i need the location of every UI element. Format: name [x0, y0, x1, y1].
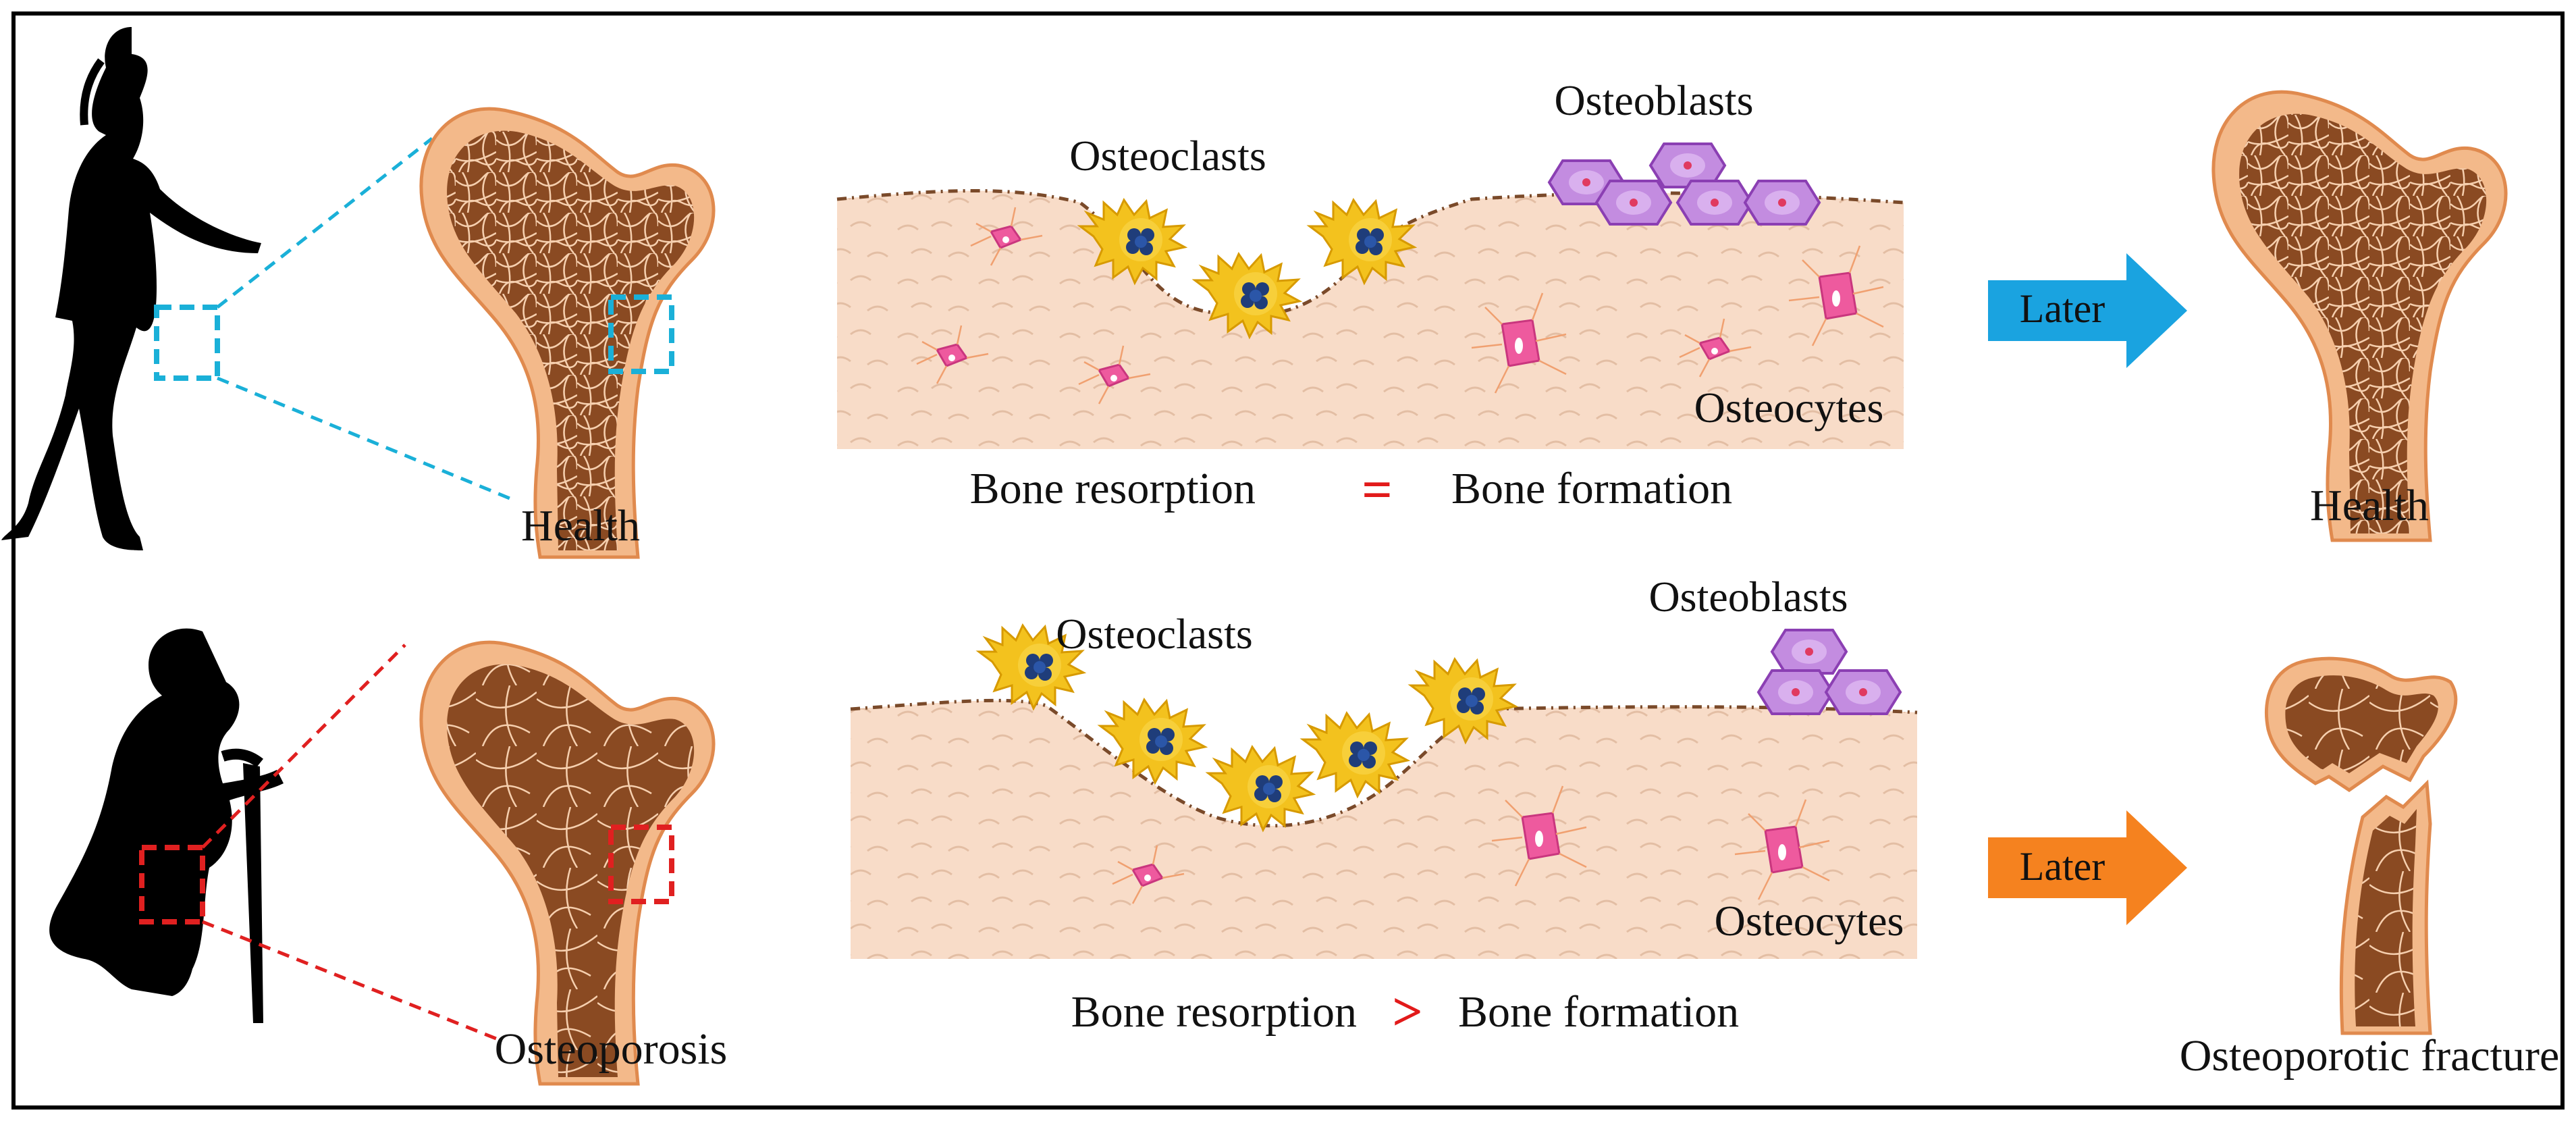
femur-fractured-icon — [2264, 656, 2458, 1035]
osteoblast-icon — [1595, 180, 1672, 226]
balance-right-label: Bone formation — [1458, 987, 1739, 1037]
osteoblast-icon — [1825, 669, 1902, 715]
balance-symbol: = — [1362, 461, 1393, 520]
femur-osteoporotic-icon — [419, 640, 716, 1086]
row-health: Health Osteoclasts Osteoblasts Osteocyte… — [1, 27, 2506, 557]
arrow-label: Later — [2020, 844, 2105, 889]
osteocytes-label: Osteocytes — [1694, 384, 1884, 432]
osteoblast-icon — [1744, 180, 1821, 226]
zoom-line — [201, 644, 406, 849]
elderly-woman-cane-icon — [49, 628, 284, 1023]
zoom-box-bone — [608, 825, 674, 904]
outcome-label: Health — [2310, 481, 2429, 530]
balance-left-label: Bone resorption — [1071, 987, 1357, 1037]
osteoclasts-label: Osteoclasts — [1056, 610, 1253, 658]
zoom-box-body — [154, 305, 220, 381]
zoom-box-bone — [608, 294, 674, 374]
osteocytes-label: Osteocytes — [1715, 897, 1904, 945]
arrow-label: Later — [2020, 286, 2105, 331]
outcome-label: Osteoporotic fracture — [2180, 1031, 2560, 1080]
osteoclasts-label: Osteoclasts — [1069, 132, 1266, 180]
osteoblasts-label: Osteoblasts — [1648, 573, 1848, 621]
state-label: Health — [521, 501, 640, 550]
balance-symbol: > — [1392, 983, 1423, 1042]
balance-right-label: Bone formation — [1451, 464, 1732, 513]
state-label: Osteoporosis — [495, 1024, 728, 1074]
later-arrow-icon: Later — [1988, 253, 2187, 368]
osteoblasts-label: Osteoblasts — [1554, 76, 1753, 124]
later-arrow-icon: Later — [1988, 810, 2187, 925]
zoom-line — [217, 376, 514, 502]
row-osteoporosis: Osteoporosis Osteoclasts Osteoblasts Ost… — [49, 573, 2560, 1086]
zoom-line — [216, 137, 433, 309]
zoom-box-body — [139, 845, 205, 924]
zoom-line — [202, 920, 500, 1042]
osteoblast-icon — [1771, 629, 1848, 675]
balance-left-label: Bone resorption — [970, 464, 1256, 513]
osteoblast-icon — [1676, 180, 1753, 226]
walking-woman-icon — [1, 27, 261, 550]
osteoblast-icon — [1757, 669, 1834, 715]
